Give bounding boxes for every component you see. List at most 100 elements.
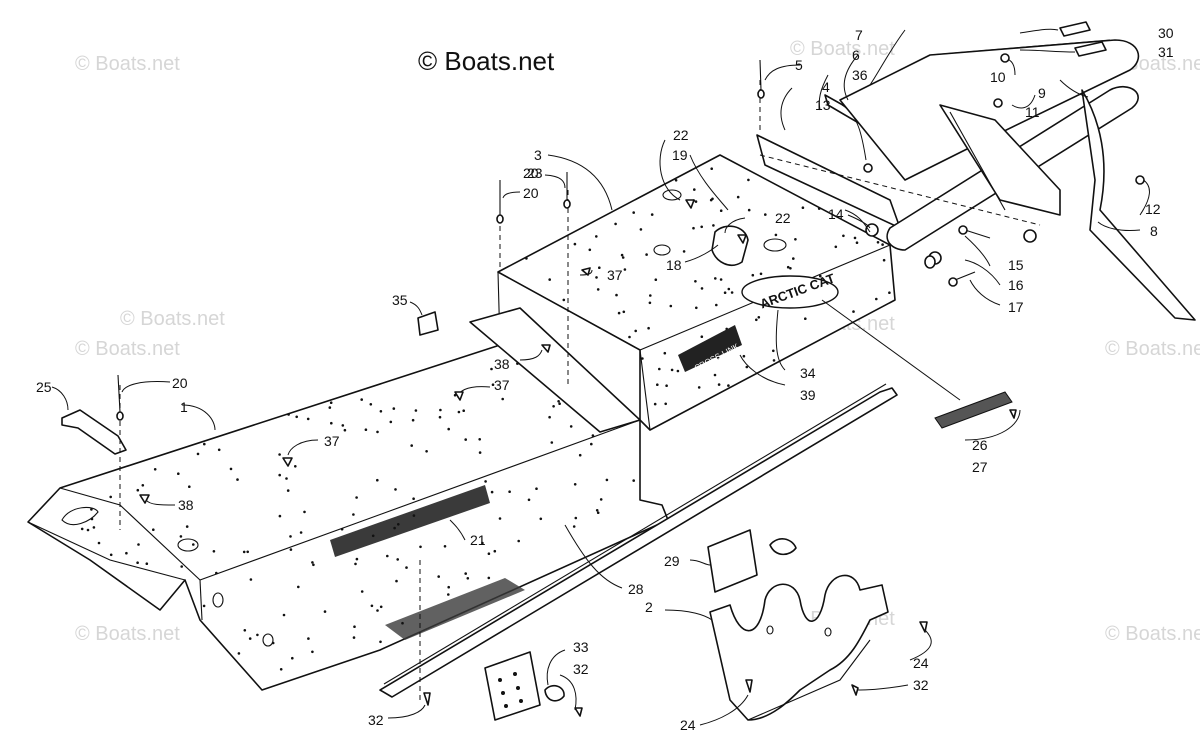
callout-20c: 20 (523, 165, 539, 181)
rivet-dot (447, 593, 450, 596)
rivet-dot (757, 316, 761, 319)
rivet-dot (605, 478, 609, 482)
rivet-dot (614, 222, 617, 226)
traction-grip-strip (330, 485, 490, 557)
watermark-8: © Boats.net (1105, 623, 1200, 645)
rivet-dot (654, 278, 658, 282)
rivet-dot (392, 407, 396, 410)
rivet-dot (278, 453, 281, 456)
callout-23: 23 (527, 165, 543, 181)
rivet-dot (278, 514, 282, 518)
rivet-dot (747, 178, 750, 182)
rivet-dot (376, 609, 379, 612)
rivet-dot (634, 329, 637, 333)
callout-14: 14 (828, 206, 844, 222)
rivet-dot (425, 450, 428, 453)
rivet-dot (307, 637, 310, 640)
rivet-dot (819, 274, 822, 278)
block-part (769, 538, 797, 556)
callout-22b: 22 (775, 210, 791, 226)
callout-38a: 38 (494, 356, 510, 372)
callout-24a: 24 (913, 655, 929, 671)
rivet-dot (285, 477, 288, 480)
callout-26: 26 (972, 437, 988, 453)
callout-32a: 32 (368, 712, 384, 728)
callout-18: 18 (666, 257, 682, 273)
rivet-dot (303, 510, 306, 514)
rivet-dot (419, 545, 422, 549)
callout-36: 36 (852, 67, 868, 83)
rivet-dot (371, 534, 375, 538)
rivet-dot (578, 453, 582, 457)
mount-plate (484, 651, 565, 721)
rivet-dot (242, 550, 246, 554)
callout-20a: 20 (523, 185, 539, 201)
rivet-dot (714, 277, 717, 280)
rivet-dot (410, 444, 414, 447)
rivet-dot (464, 572, 468, 575)
rivet-dot (249, 578, 253, 581)
rivet-dot (405, 566, 408, 569)
rivet-dot (747, 208, 751, 212)
rivet-dot (395, 579, 398, 583)
rivet-dot (663, 351, 667, 355)
callout-17: 17 (1008, 299, 1024, 315)
rivet-dot (595, 276, 598, 279)
rivet-dot (397, 523, 400, 526)
watermark-3: © Boats.net (75, 338, 180, 360)
rivet-dot (443, 545, 447, 548)
callout-12: 12 (1145, 201, 1161, 217)
rivet-dot (676, 369, 680, 373)
rivet-dot (719, 209, 723, 212)
rivet-dot (484, 480, 487, 483)
rivet-dot (86, 528, 90, 532)
rivet-dot (369, 403, 373, 406)
callout-8: 8 (1150, 223, 1158, 239)
rivet-dot (360, 590, 364, 593)
rivet-dot (289, 535, 292, 538)
rivet-dot (379, 605, 383, 609)
rivet-dot (217, 448, 221, 452)
callout-10: 10 (990, 69, 1006, 85)
rivet-dot (727, 287, 731, 291)
rivet-dot (414, 409, 418, 412)
rivet-dot (291, 656, 294, 660)
rivet-dot (90, 508, 93, 511)
rivet-dot (352, 513, 355, 516)
rivet-dot (323, 610, 327, 613)
rivet-dot (90, 517, 94, 521)
rivet-dot (282, 613, 286, 617)
rivet-dot (447, 427, 451, 431)
rivet-dot (573, 242, 577, 246)
rivet-dot (632, 479, 635, 482)
rivet-dot (396, 558, 400, 561)
rivet-dot (548, 415, 551, 419)
rivet-dot (694, 280, 697, 283)
rivet-dot (152, 528, 155, 531)
callout-16: 16 (1008, 277, 1024, 293)
callout-33: 33 (573, 639, 589, 655)
rivet-dot (137, 543, 140, 546)
rivet-dot (535, 487, 538, 491)
rivet-dot (394, 488, 397, 491)
callout-34: 34 (800, 365, 816, 381)
rivet-dot (632, 211, 635, 214)
rivet-dot (188, 485, 191, 489)
rivet-dot (786, 265, 790, 269)
rivet-dot (517, 539, 520, 543)
rivet-dot (875, 297, 878, 301)
callout-6: 6 (852, 47, 860, 63)
rivet-dot (439, 408, 442, 412)
rivet-dot (202, 604, 206, 608)
rivet-dot (352, 636, 356, 639)
rivet-dot (548, 278, 551, 281)
rivet-dot (508, 490, 511, 494)
rivet-dot (437, 575, 441, 578)
rivet-dot (727, 384, 730, 387)
callout-27: 27 (972, 459, 988, 475)
rivet-dot (243, 629, 247, 632)
rivet-dot (620, 253, 624, 257)
callout-29: 29 (664, 553, 680, 569)
callout-7: 7 (855, 27, 863, 43)
callout-24b: 24 (680, 717, 696, 733)
